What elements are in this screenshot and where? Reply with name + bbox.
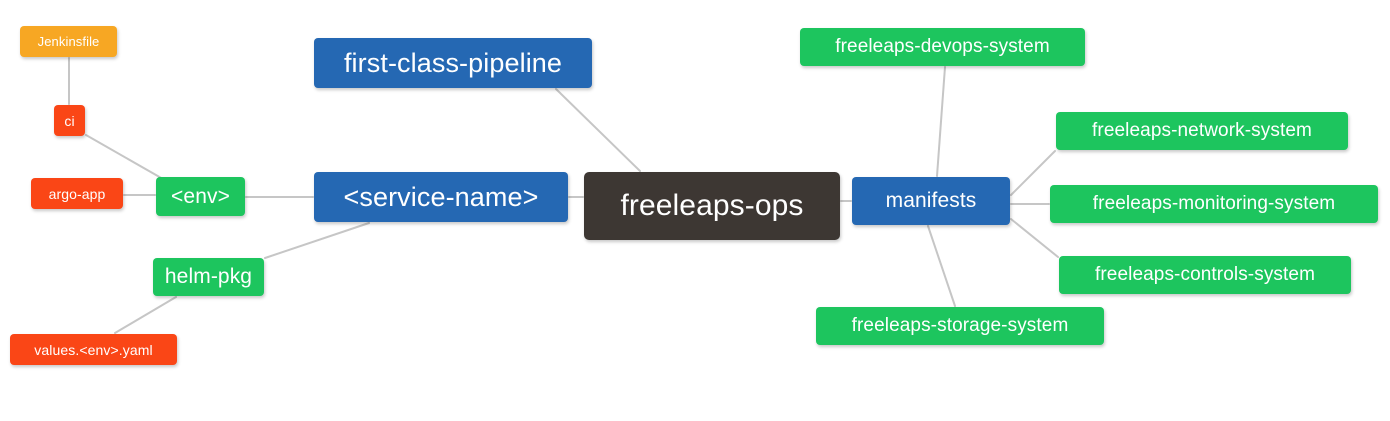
edge-manifests-to-freeleaps-devops-system [936,66,946,177]
edge-manifests-to-freeleaps-network-system [1010,150,1056,196]
node-label: <env> [171,184,230,208]
edge-manifests-to-freeleaps-controls-system [1010,218,1059,258]
node-helm-pkg[interactable]: helm-pkg [153,258,264,296]
node-manifests[interactable]: manifests [852,177,1010,225]
edge-manifests-to-freeleaps-storage-system [927,225,956,307]
edge-values-yaml-to-helm-pkg [114,296,177,334]
edge-helm-pkg-to-service-name [264,222,370,259]
node-label: freeleaps-ops [620,189,804,222]
node-freeleaps-monitoring-system[interactable]: freeleaps-monitoring-system [1050,185,1378,223]
node-env[interactable]: <env> [156,177,245,216]
node-label: Jenkinsfile [37,34,100,49]
node-label: freeleaps-controls-system [1094,264,1316,285]
node-label: ci [64,112,75,129]
node-jenkinsfile[interactable]: Jenkinsfile [20,26,117,57]
node-label: manifests [885,189,977,212]
node-label: freeleaps-network-system [1092,120,1312,141]
node-label: <service-name> [343,181,539,212]
node-freeleaps-storage-system[interactable]: freeleaps-storage-system [816,307,1104,345]
node-service-name[interactable]: <service-name> [314,172,568,222]
node-freeleaps-devops-system[interactable]: freeleaps-devops-system [800,28,1085,66]
node-label: freeleaps-storage-system [851,315,1069,336]
node-label: freeleaps-monitoring-system [1092,193,1336,214]
node-values-yaml[interactable]: values.<env>.yaml [10,334,177,365]
node-freeleaps-controls-system[interactable]: freeleaps-controls-system [1059,256,1351,294]
node-freeleaps-ops[interactable]: freeleaps-ops [584,172,840,240]
node-label: argo-app [48,185,106,202]
node-argo-app[interactable]: argo-app [31,178,123,209]
node-label: freeleaps-devops-system [835,36,1050,57]
node-label: first-class-pipeline [343,47,563,78]
node-first-class-pipeline[interactable]: first-class-pipeline [314,38,592,88]
node-ci[interactable]: ci [54,105,85,136]
node-label: helm-pkg [164,265,253,288]
node-freeleaps-network-system[interactable]: freeleaps-network-system [1056,112,1348,150]
edge-ci-to-env [85,134,164,180]
node-label: values.<env>.yaml [34,341,153,358]
edge-first-class-pipeline-to-freeleaps-ops [555,88,641,172]
